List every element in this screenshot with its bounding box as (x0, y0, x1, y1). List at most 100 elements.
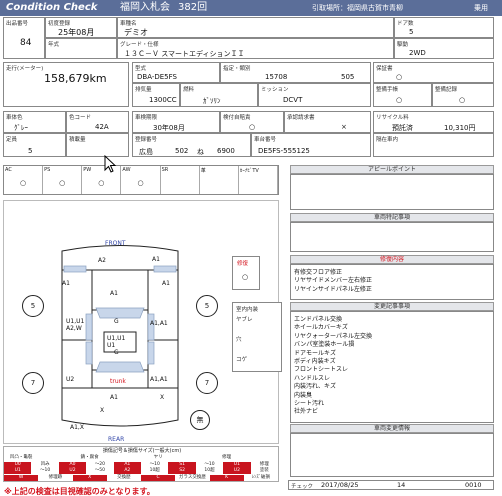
prev-owner-label: 隔在車内 (376, 137, 399, 143)
equipment-col-1: PS○ (43, 166, 83, 194)
spec-value-1: 15708 (265, 73, 288, 81)
car-name-value: デミオ (124, 28, 148, 37)
manual-value: ○ (396, 96, 403, 104)
plate-label: 登録番号 (135, 137, 158, 143)
spare-tire: 無 (190, 410, 210, 430)
list-item: リヤインサイドパネル左修正 (294, 285, 372, 293)
appeal-header: アピールポイント (290, 165, 494, 174)
color-value: ｸﾞﾚｰ (14, 124, 28, 132)
legend-cell: 10超 (149, 468, 160, 473)
legend-cell: ～50 (94, 468, 105, 473)
interior-label: 室内内装 (236, 307, 259, 313)
legend-cell: 修理跡 (48, 474, 63, 480)
chassis-label: 車台番号 (254, 137, 277, 143)
spec-label: 指定・類別 (223, 66, 251, 72)
interior-item-3: コゲ (236, 357, 248, 363)
navi-value: ○ (249, 123, 256, 131)
legend-cell: A2 (113, 468, 141, 474)
warranty-value: ○ (396, 73, 403, 81)
navi-cell: 検付自賠責 ○ (220, 111, 284, 133)
special-body (290, 222, 494, 252)
equipment-col-0: AC○ (4, 166, 44, 194)
damage-label-rf-door: A1,A1 (150, 320, 168, 327)
displacement-cell: 排気量 1300CC (132, 83, 180, 107)
equipment-col-2: PW○ (82, 166, 122, 194)
equipment-header: SR (161, 167, 169, 173)
color-code-cell: 色コード 42A (66, 111, 129, 133)
record-cell: 整備記録 ○ (432, 83, 494, 107)
doors-cell: ドア数 5 (394, 17, 494, 38)
mission-value: DCVT (283, 96, 303, 104)
displacement-value: 1300CC (149, 96, 177, 104)
warranty-cell: 保証書 ○ (373, 62, 494, 83)
color-code-label: 色コード (69, 115, 92, 121)
chassis-cell: 車台番号 DE5FS-555125 (251, 133, 371, 157)
left-headlight-shape (63, 265, 87, 273)
check-date: 2017/08/25 (321, 481, 359, 489)
model-code-cell: 型式 DBA-DE5FS (132, 62, 220, 83)
pickup-location: 引取場所：福岡県古賀市青柳 (312, 4, 403, 12)
mission-label: ミッション (261, 87, 289, 93)
lot-label: 出品番号 (6, 21, 29, 27)
equipment-header: AC (5, 167, 12, 173)
lot-cell: 出品番号 84 (3, 17, 45, 59)
left-front-window-shape (85, 313, 93, 341)
legend-cell: S1 (168, 461, 196, 468)
auction-name: 福岡入札会 (120, 2, 170, 13)
plate-region: 広島 (139, 148, 153, 156)
recycle-amount: 10,310円 (444, 124, 476, 132)
first-reg-label: 初度登録 (48, 21, 71, 27)
color-cell: 車体色 ｸﾞﾚｰ (3, 111, 66, 133)
equipment-value: ○ (137, 179, 144, 187)
fuel-cell: 燃料 ｶﾞｿﾘﾝ (180, 83, 258, 107)
load-label: 積載量 (69, 137, 86, 143)
color-code-value: 42A (95, 123, 109, 131)
legend-cell: 錆・腐食 (80, 455, 99, 460)
equipment-col-5: 革 (200, 166, 239, 194)
model-year-label: 年式 (48, 42, 60, 48)
auction-session: 382回 (178, 2, 208, 13)
spec-cell: 指定・類別 15708 505 (220, 62, 371, 83)
damage-label-rf-fender: A1 (162, 280, 170, 287)
legend-cell: U1 (223, 461, 251, 468)
lot-number: 84 (20, 38, 32, 48)
equipment-header: PW (83, 167, 92, 173)
list-item: ボディ内装キズ (294, 358, 336, 365)
legend-cell: K (209, 474, 244, 481)
sheet-title: Condition Check (6, 2, 98, 13)
list-item: フロントシートスレ (294, 366, 349, 374)
capacity-value: 5 (28, 147, 33, 155)
legend-cell: W (4, 474, 39, 481)
legend-cell: X (72, 474, 107, 481)
damage-label-trunk: A1 (110, 394, 118, 401)
record-value: ○ (459, 96, 466, 104)
interior-item-2: 穴 (236, 337, 242, 343)
legend-cell: ～10 (204, 461, 215, 467)
load-cell: 積載量 (66, 133, 129, 157)
damage-label-lf-fender: A1 (62, 280, 70, 287)
equipment-header: 革 (200, 168, 206, 174)
fuel-label: 燃料 (183, 87, 195, 93)
exterior-repair-value: ○ (242, 273, 249, 281)
legend-cell: 凹凸・亀裂 (9, 455, 33, 460)
damage-label-rear-right: X (160, 394, 165, 401)
wheel-front-right: 5 (196, 295, 218, 317)
trunk-label: trunk (110, 378, 126, 385)
recycle-cell: リサイクル料 預託済 10,310円 (373, 111, 494, 133)
header-bar: Condition Check 福岡入札会 382回 引取場所：福岡県古賀市青柳… (0, 0, 502, 16)
list-item: ホイールカバーキズ (294, 324, 348, 332)
legend-cell: ～20 (94, 461, 105, 467)
plate-cell: 登録番号 広島 502 ね 6900 (132, 133, 251, 157)
mileage-value: 158,679km (44, 72, 107, 85)
shaken-cell: 車検期限 30年08月 (132, 111, 220, 133)
legend-cell: 塗装 (259, 468, 269, 473)
check-header: 変更記事事項 (290, 302, 494, 311)
doors-label: ドア数 (397, 21, 414, 27)
plate-number: 6900 (217, 147, 235, 155)
legend-cell: ～10 (149, 461, 160, 467)
special-header: 車両特記事項 (290, 213, 494, 222)
list-item: ドアモールキズ (294, 349, 337, 357)
plate-kana: ね (197, 148, 204, 156)
damage-label-hood: A1 (110, 290, 118, 297)
